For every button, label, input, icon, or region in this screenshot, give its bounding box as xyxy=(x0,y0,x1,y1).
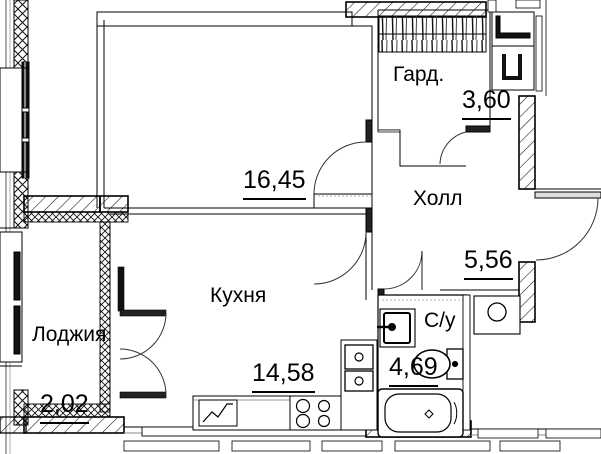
loggia-door-upper xyxy=(119,309,167,360)
wardrobe-top-wall xyxy=(345,1,487,18)
kitchen-fixtures xyxy=(192,339,378,431)
room-area-value-loggia: 2,02 xyxy=(40,392,89,424)
room-label-hall: Холл xyxy=(413,187,463,210)
room-label-kitchen: Кухня xyxy=(210,284,267,307)
kitchen-door xyxy=(313,207,373,285)
room-area-loggia: 2,02 xyxy=(40,392,89,424)
living-room-window-glazing xyxy=(0,61,30,179)
room-area-kitchen: 14,58 xyxy=(252,361,315,393)
hall-outline xyxy=(371,165,519,291)
room-label-loggia: Лоджия xyxy=(32,323,107,346)
bathtub xyxy=(377,388,464,438)
room-area-value-bathroom: 4,69 xyxy=(389,355,438,387)
room-area-value-kitchen: 14,58 xyxy=(252,361,315,393)
room-area-living: 16,45 xyxy=(243,168,306,200)
loggia-door-lower xyxy=(119,348,167,399)
room-label-bathroom: С/у xyxy=(424,309,456,332)
wardrobe-hanging-rail xyxy=(378,15,487,53)
living-room-outline xyxy=(96,11,373,215)
east-exterior-wall xyxy=(518,95,601,323)
loggia-window-glazing xyxy=(0,227,23,367)
living-room-door xyxy=(313,119,373,195)
room-area-value-living: 16,45 xyxy=(243,168,306,200)
room-area-value-wardrobe: 3,60 xyxy=(462,88,511,120)
entrance-door xyxy=(534,191,601,261)
room-area-bathroom: 4,69 xyxy=(389,355,438,387)
toilet xyxy=(413,348,464,380)
wardrobe-door xyxy=(377,125,491,167)
water-heater xyxy=(473,295,521,335)
loggia-door-upper-leaf xyxy=(117,266,125,312)
room-area-hall: 5,56 xyxy=(464,248,513,280)
room-label-wardrobe: Гард. xyxy=(393,63,445,86)
bathroom-door xyxy=(377,250,423,296)
entry-niche-shelf xyxy=(487,0,547,96)
wash-basin xyxy=(377,308,416,348)
room-area-wardrobe: 3,60 xyxy=(462,88,511,120)
room-area-value-hall: 5,56 xyxy=(464,248,513,280)
central-partition-wall xyxy=(313,26,373,285)
